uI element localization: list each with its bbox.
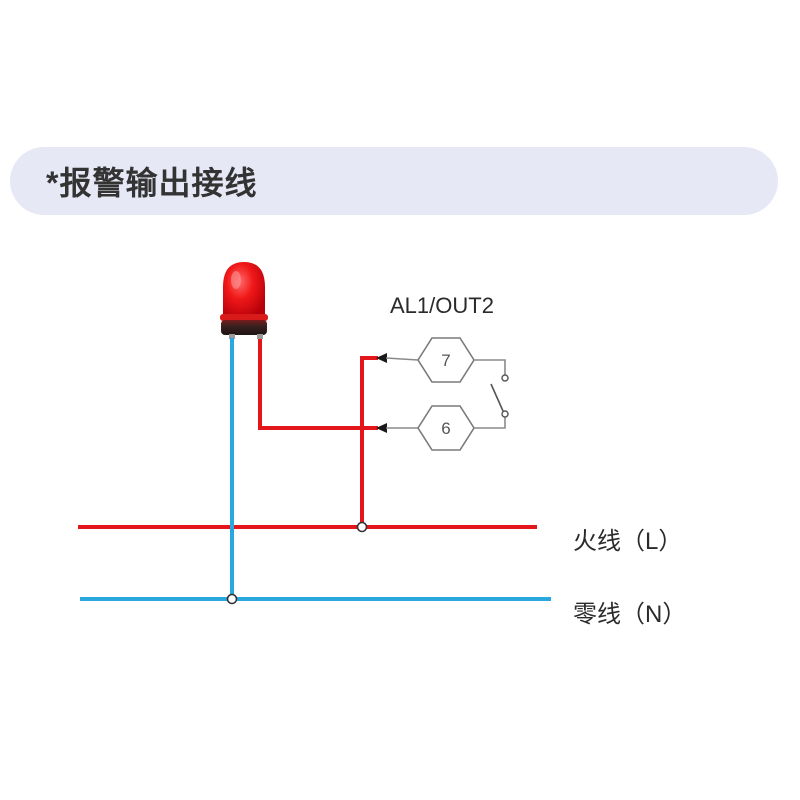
alarm-light-leg-right — [257, 334, 263, 339]
live-junction-node — [356, 521, 368, 533]
alarm-light-dome — [223, 262, 265, 318]
switch-blade — [490, 383, 504, 412]
neutral-line-label: 零线（N） — [573, 601, 686, 628]
terminal-7: 7 — [417, 337, 475, 383]
section-header: *报警输出接线 — [10, 147, 778, 215]
neutral-junction-node — [226, 593, 238, 605]
terminal-6-number: 6 — [441, 419, 450, 438]
live-line-label: 火线（L） — [573, 528, 682, 555]
alarm-light-highlight — [231, 271, 241, 289]
terminal-7-arrow-icon — [376, 353, 387, 363]
alarm-light-rim — [220, 314, 268, 321]
switch-upper-contact — [501, 374, 509, 382]
output-label: AL1/OUT2 — [390, 293, 494, 318]
terminal-7-left-lead — [385, 357, 419, 361]
light-to-terminal-6-wire — [258, 339, 378, 430]
live-to-terminal-7-wire — [360, 356, 378, 527]
alarm-light-base — [221, 320, 267, 335]
relay-switch-icon — [474, 359, 509, 429]
alarm-light-icon — [220, 262, 268, 339]
terminal-7-number: 7 — [441, 351, 450, 370]
terminal-6-arrow-icon — [376, 423, 387, 433]
terminal-6: 6 — [417, 405, 475, 451]
switch-lower-contact — [501, 410, 509, 418]
switch-lower-lead — [474, 417, 506, 429]
switch-upper-lead — [474, 359, 506, 375]
alarm-light-leg-left — [229, 334, 235, 339]
section-title: *报警输出接线 — [46, 165, 258, 201]
